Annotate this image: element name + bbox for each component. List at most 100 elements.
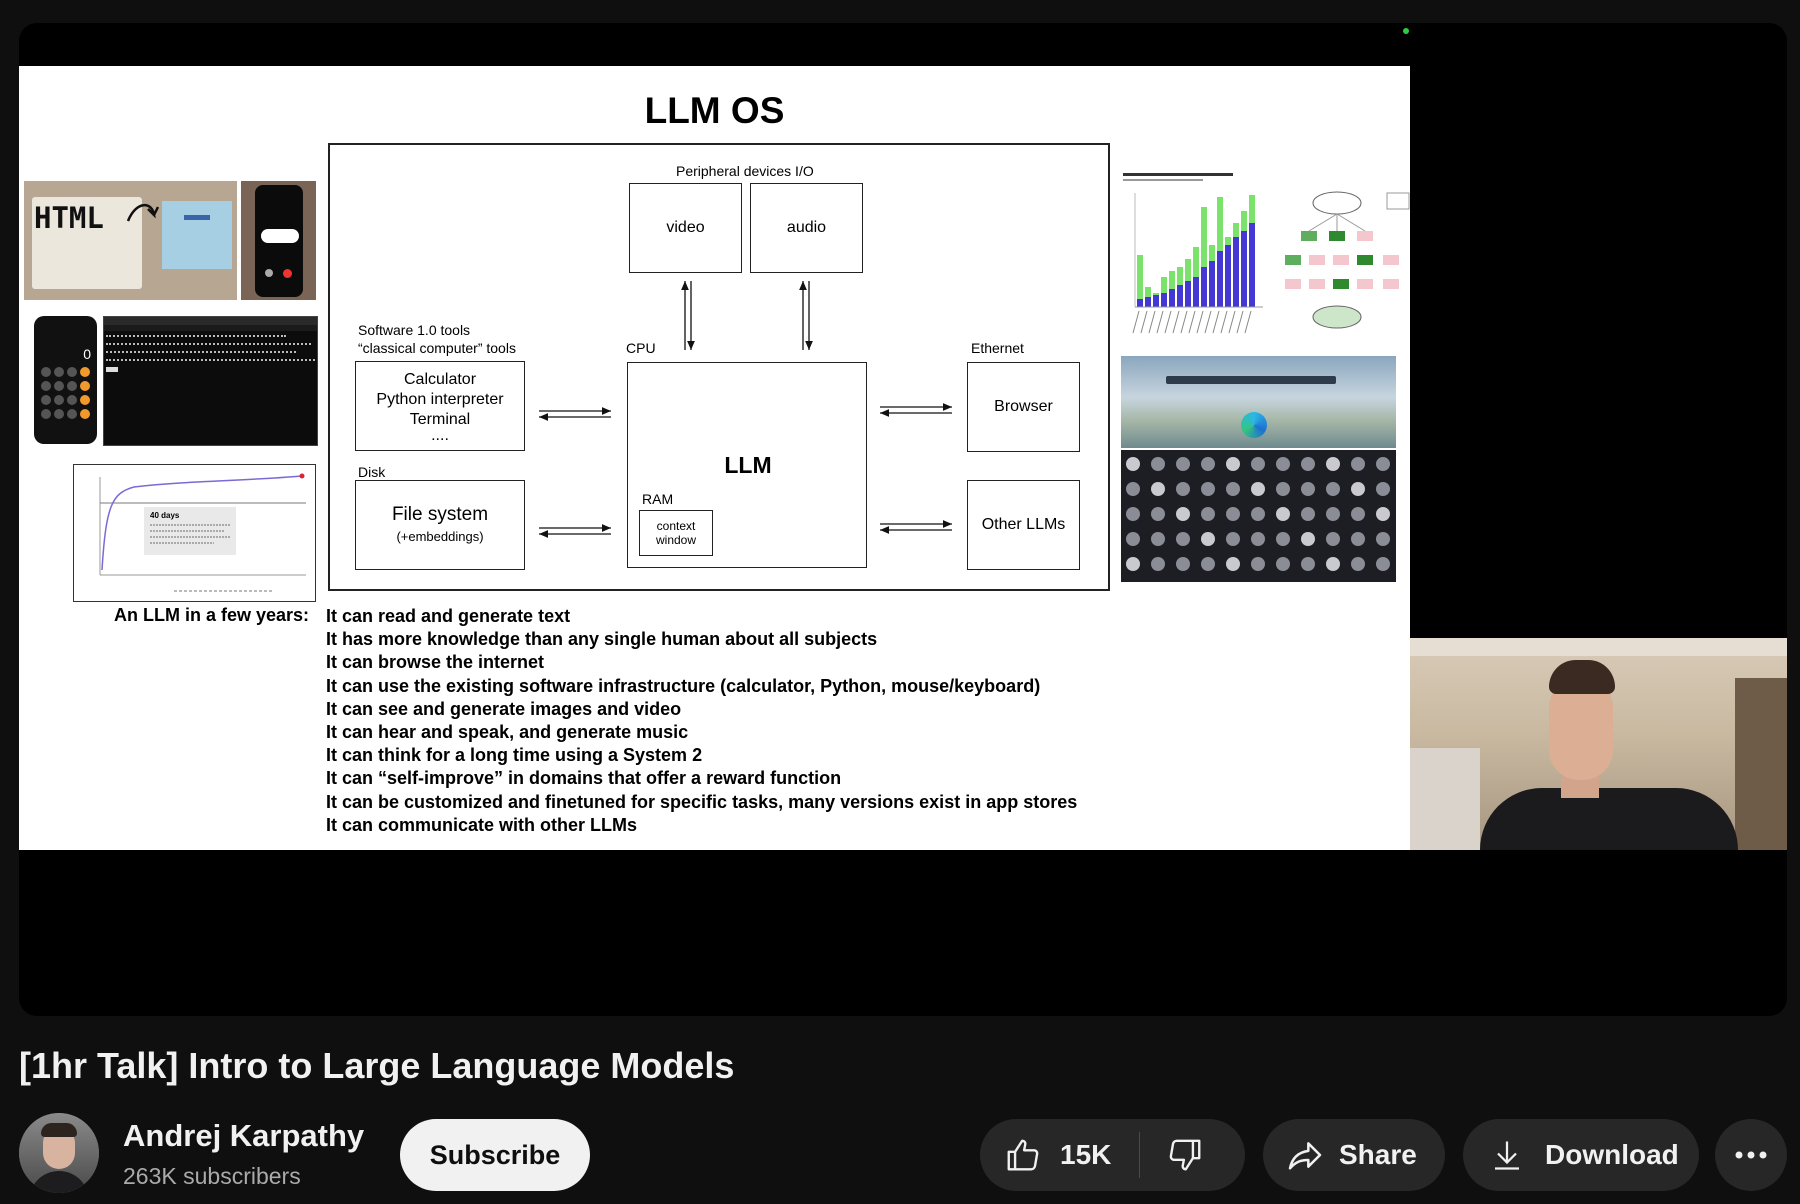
gpt-icon: [1126, 557, 1140, 571]
exam-bar-blue: [1177, 285, 1183, 307]
download-button[interactable]: Download: [1463, 1119, 1699, 1191]
disk-label: Disk: [358, 464, 386, 480]
gpt-icon: [1376, 557, 1390, 571]
gpt-grid: [1126, 457, 1390, 571]
html-sketch-label: HTML: [34, 201, 104, 235]
capabilities-heading: An LLM in a few years:: [114, 605, 310, 625]
terminal-thumbnail: [103, 316, 318, 446]
gpt-icon: [1326, 557, 1340, 571]
gpt-icon: [1126, 507, 1140, 521]
download-icon: [1495, 1141, 1519, 1170]
software-tools-label-1: Software 1.0 tools: [358, 322, 471, 338]
capability-item: It can use the existing software infrast…: [326, 675, 1041, 696]
gpt-icon: [1226, 532, 1240, 546]
exam-bar-blue: [1225, 245, 1231, 307]
gpt-icon: [1126, 457, 1140, 471]
gpt-icon: [1226, 482, 1240, 496]
gpt-icon: [1151, 482, 1165, 496]
exam-bar-green: [1201, 207, 1207, 307]
tool-terminal: Terminal: [409, 411, 471, 428]
video-player[interactable]: LLM OS HTML 0: [19, 23, 1787, 1016]
video-title: [1hr Talk] Intro to Large Language Model…: [19, 1045, 735, 1086]
more-actions-button[interactable]: [1715, 1119, 1787, 1191]
context-window-line-2: window: [655, 533, 697, 547]
calculator-phone-thumbnail: 0: [34, 316, 97, 444]
exam-bar-blue: [1145, 297, 1151, 307]
exam-bar-blue: [1193, 277, 1199, 307]
share-button[interactable]: Share: [1263, 1119, 1445, 1191]
file-system-subtitle: (+embeddings): [396, 529, 484, 544]
gpt-icon: [1376, 532, 1390, 546]
exam-bar-blue: [1169, 289, 1175, 307]
gpt-icon: [1276, 507, 1290, 521]
thumbs-up-icon: [1007, 1139, 1039, 1171]
gpt-icon: [1276, 457, 1290, 471]
gpt-icon: [1301, 482, 1315, 496]
exam-bar-blue: [1185, 281, 1191, 307]
ram-label: RAM: [642, 491, 674, 507]
gpt-icon: [1351, 507, 1365, 521]
capability-item: It can be customized and finetuned for s…: [326, 791, 1078, 812]
gpt-icon: [1176, 482, 1190, 496]
gpt-icon: [1301, 457, 1315, 471]
like-count: 15K: [1060, 1139, 1112, 1170]
ethernet-label: Ethernet: [971, 340, 1024, 356]
gpt-icon: [1151, 457, 1165, 471]
exam-bar-blue: [1201, 267, 1207, 307]
tool-ellipsis: ....: [431, 427, 449, 444]
share-label: Share: [1339, 1139, 1417, 1170]
like-button[interactable]: 15K: [980, 1119, 1139, 1191]
gpt-icon: [1376, 482, 1390, 496]
capabilities-list: It can read and generate text It has mor…: [326, 605, 1077, 837]
exam-bar-blue: [1153, 295, 1159, 307]
context-window-box: context window: [639, 510, 713, 556]
alphago-chart-caption: 40 days: [150, 511, 180, 520]
video-box: video: [629, 183, 742, 273]
gpt-icon: [1351, 532, 1365, 546]
alphago-chart-thumbnail: 40 days: [73, 464, 316, 602]
gpt-icon: [1201, 532, 1215, 546]
gpt-icon: [1126, 532, 1140, 546]
gpt-store-thumbnail: [1121, 450, 1396, 582]
like-dislike-group: 15K: [980, 1119, 1245, 1191]
channel-name[interactable]: Andrej Karpathy: [123, 1118, 365, 1153]
exam-bar-blue: [1217, 251, 1223, 307]
gpt-icon: [1226, 557, 1240, 571]
tool-python-interpreter: Python interpreter: [376, 391, 504, 408]
gpt-icon: [1376, 457, 1390, 471]
gpt-icon: [1251, 507, 1265, 521]
diagram-arrows: [539, 281, 952, 538]
gpt-icon: [1251, 557, 1265, 571]
tree-of-thought-thumbnail: [1275, 189, 1410, 354]
subscriber-count: 263K subscribers: [123, 1163, 301, 1189]
gpt-icon: [1276, 557, 1290, 571]
exam-bar-green: [1161, 277, 1167, 307]
gpt-icon: [1301, 532, 1315, 546]
gpt-icon: [1201, 557, 1215, 571]
capability-item: It can see and generate images and video: [326, 698, 682, 719]
gpt-icon: [1276, 482, 1290, 496]
software-tools-label-2: “classical computer” tools: [358, 340, 516, 356]
download-label: Download: [1545, 1139, 1679, 1170]
gpt-icon: [1151, 507, 1165, 521]
capability-item: It can browse the internet: [326, 652, 545, 673]
gpt-icon: [1176, 557, 1190, 571]
subscribe-button[interactable]: Subscribe: [400, 1119, 590, 1191]
like-separator: [1139, 1132, 1141, 1178]
slide-title: LLM OS: [644, 90, 785, 131]
gpt-icon: [1201, 457, 1215, 471]
gpt-icon: [1351, 482, 1365, 496]
gpt-icon: [1176, 457, 1190, 471]
tool-calculator: Calculator: [403, 371, 477, 388]
gpt-icon: [1176, 507, 1190, 521]
channel-avatar[interactable]: [19, 1113, 99, 1193]
capability-item: It can read and generate text: [326, 606, 571, 626]
dislike-button[interactable]: [1140, 1119, 1228, 1191]
gpt-icon: [1176, 532, 1190, 546]
browser-box: Browser: [967, 362, 1080, 452]
edge-browser-thumbnail: [1121, 356, 1396, 448]
capability-item: It can communicate with other LLMs: [326, 814, 638, 835]
gpt-icon: [1201, 507, 1215, 521]
gpt-icon: [1326, 532, 1340, 546]
exam-bars: [1137, 195, 1255, 307]
